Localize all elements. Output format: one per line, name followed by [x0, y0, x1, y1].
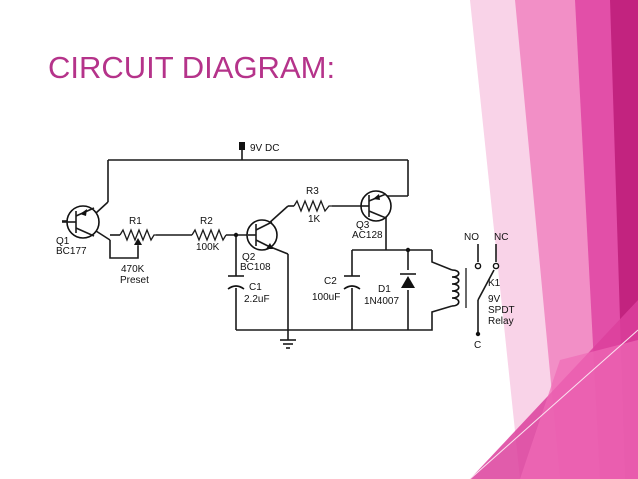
supply-terminal [239, 142, 245, 150]
label-q2-part: BC108 [240, 262, 271, 273]
capacitor-c1-plate-bottom [227, 285, 245, 290]
q2-emitter-arrow [266, 243, 273, 249]
label-q3-ref: Q3 [356, 220, 370, 231]
label-r1-value: 470K [121, 264, 145, 275]
resistor-r2 [191, 228, 227, 242]
label-c2-value: 100uF [312, 292, 340, 303]
relay-common-contact [475, 331, 481, 337]
label-q1-ref: Q1 [56, 236, 70, 247]
label-q2-ref: Q2 [242, 252, 256, 263]
label-r1-note: Preset [120, 275, 149, 286]
label-no: NO [464, 232, 479, 243]
label-k1-value: 9V [488, 294, 501, 305]
label-c1-value: 2.2uF [244, 294, 270, 305]
relay-armature [477, 269, 495, 301]
node-q2-base [233, 232, 239, 238]
label-r3-ref: R3 [306, 186, 319, 197]
wire-preset-loop [109, 240, 139, 259]
transistor-q2 [246, 219, 278, 251]
wire-q1-emitter [95, 201, 109, 214]
capacitor-c2-plate-bottom [343, 285, 361, 290]
label-r1-ref: R1 [129, 216, 142, 227]
label-common: C [474, 340, 481, 351]
label-c1-ref: C1 [249, 282, 262, 293]
decor-triangle-light [520, 340, 638, 479]
resistor-r3 [293, 199, 332, 213]
label-q1-part: BC177 [56, 246, 87, 257]
label-d1-ref: D1 [378, 284, 391, 295]
decor-line [469, 329, 638, 479]
relay-coil [451, 269, 460, 307]
label-k1-type2: Relay [488, 316, 514, 327]
q1-collector-lead [75, 227, 95, 237]
q3-emitter-arrow [373, 194, 380, 200]
label-r2-value: 100K [196, 242, 220, 253]
relay-nc-contact [492, 262, 500, 270]
wire-q1-collector [95, 230, 111, 241]
wire-q2-collector [267, 205, 289, 225]
node-d1-top [405, 247, 411, 253]
q2-collector-lead [255, 221, 273, 231]
resistor-r1 [119, 228, 156, 242]
label-nc: NC [494, 232, 508, 243]
label-r2-ref: R2 [200, 216, 213, 227]
relay-no-contact [474, 262, 482, 270]
label-supply: 9V DC [250, 143, 279, 154]
label-r3-value: 1K [308, 214, 321, 225]
label-d1-part: 1N4007 [364, 296, 399, 307]
label-c2-ref: C2 [324, 276, 337, 287]
label-k1-ref: K1 [488, 278, 501, 289]
wire-coil-top [431, 250, 453, 271]
diode-d1-body [401, 276, 415, 288]
label-k1-type1: SPDT [488, 305, 515, 316]
label-q3-part: AC128 [352, 230, 383, 241]
slide-title: CIRCUIT DIAGRAM: [48, 50, 336, 85]
r1-wiper-arrow [134, 238, 142, 245]
wire-coil-bottom [408, 305, 453, 331]
q1-emitter-arrow [80, 209, 87, 216]
q3-collector-lead [368, 210, 387, 219]
